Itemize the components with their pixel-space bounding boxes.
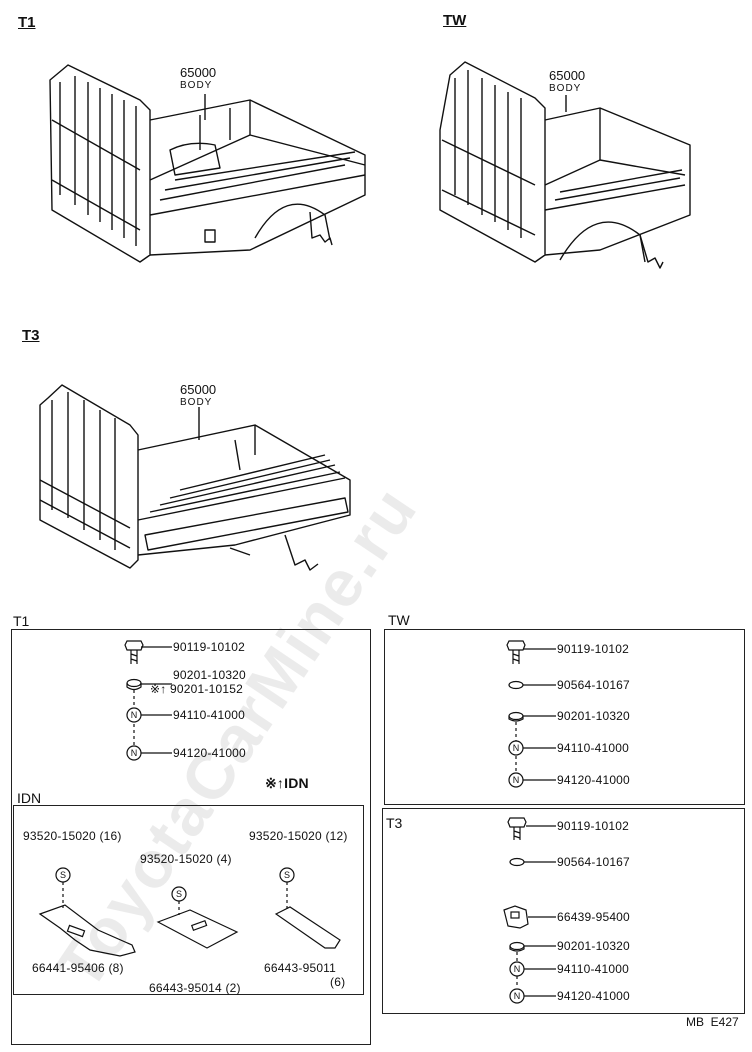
idn-plate-3: 66443-95011 bbox=[264, 961, 337, 975]
idn-plate-3-qty: (6) bbox=[330, 975, 346, 989]
tw-part-2: 90564-10167 bbox=[557, 678, 630, 692]
body-part-name: BODY bbox=[549, 83, 582, 94]
t3-part-4: 90201-10320 bbox=[557, 939, 630, 953]
tw-nut-letter: N bbox=[513, 743, 520, 753]
t1-note-idn: ※↑IDN bbox=[265, 775, 309, 791]
t3-part-2: 90564-10167 bbox=[557, 855, 630, 869]
t3-part-1: 90119-10102 bbox=[557, 819, 630, 833]
t3-part-3: 66439-95400 bbox=[557, 910, 630, 924]
t1-box-title: T1 bbox=[13, 613, 30, 629]
idn-box-title: IDN bbox=[17, 790, 42, 806]
note-marker: ※↑ bbox=[150, 682, 167, 696]
t1-body-drawing bbox=[49, 64, 366, 263]
t3-part-6: 94120-41000 bbox=[557, 989, 630, 1003]
t3-nut-letter: N bbox=[514, 991, 521, 1001]
tw-box-title: TW bbox=[388, 612, 410, 628]
idn-screw-3: 93520-15020 (12) bbox=[249, 829, 348, 843]
diagram-code: MB E427 bbox=[686, 1015, 739, 1029]
t3-box bbox=[382, 808, 745, 1014]
tw-box bbox=[384, 629, 745, 805]
idn-screw-letter: S bbox=[284, 870, 290, 880]
t1-nut-letter: N bbox=[131, 748, 138, 758]
tw-body-label: 65000 BODY bbox=[549, 69, 585, 95]
t1-part-washer-alt-number: 90201-10152 bbox=[170, 682, 243, 696]
idn-screw-1: 93520-15020 (16) bbox=[23, 829, 122, 843]
body-part-name: BODY bbox=[180, 397, 213, 408]
t3-body-label: 65000 BODY bbox=[180, 383, 216, 409]
section-heading-t3: T3 bbox=[22, 327, 40, 344]
tw-part-5: 94120-41000 bbox=[557, 773, 630, 787]
idn-screw-2: 93520-15020 (4) bbox=[140, 852, 232, 866]
section-heading-t1: T1 bbox=[18, 14, 36, 31]
section-heading-tw: TW bbox=[443, 12, 467, 29]
t1-part-bolt: 90119-10102 bbox=[173, 640, 246, 654]
body-part-number: 65000 bbox=[180, 65, 217, 80]
tw-nut-letter: N bbox=[513, 775, 520, 785]
body-part-number: 65000 bbox=[549, 68, 586, 83]
t3-box-top-border bbox=[382, 808, 745, 809]
idn-plate-1: 66441-95406 (8) bbox=[32, 961, 124, 975]
tw-part-1: 90119-10102 bbox=[557, 642, 630, 656]
truck-body-illustrations bbox=[39, 61, 691, 571]
idn-screw-letter: S bbox=[176, 889, 182, 899]
body-part-number: 65000 bbox=[180, 382, 217, 397]
body-part-name: BODY bbox=[180, 80, 213, 91]
idn-box bbox=[13, 805, 364, 995]
tw-part-3: 90201-10320 bbox=[557, 709, 630, 723]
t1-box bbox=[11, 629, 371, 1045]
t3-box-title: T3 bbox=[386, 815, 403, 831]
t1-part-nut-1: 94110-41000 bbox=[173, 708, 246, 722]
tw-body-drawing bbox=[439, 61, 691, 269]
t1-part-washer-alt: ※↑ 90201-10152 bbox=[150, 682, 243, 696]
t1-body-label: 65000 BODY bbox=[180, 66, 216, 92]
t3-part-5: 94110-41000 bbox=[557, 962, 630, 976]
t1-part-nut-2: 94120-41000 bbox=[173, 746, 246, 760]
idn-screw-letter: S bbox=[60, 870, 66, 880]
t1-nut-letter: N bbox=[131, 710, 138, 720]
t1-part-washer: 90201-10320 bbox=[173, 668, 246, 682]
t3-nut-letter: N bbox=[514, 964, 521, 974]
tw-part-4: 94110-41000 bbox=[557, 741, 630, 755]
t3-body-drawing bbox=[39, 384, 351, 571]
idn-plate-2: 66443-95014 (2) bbox=[149, 981, 241, 995]
